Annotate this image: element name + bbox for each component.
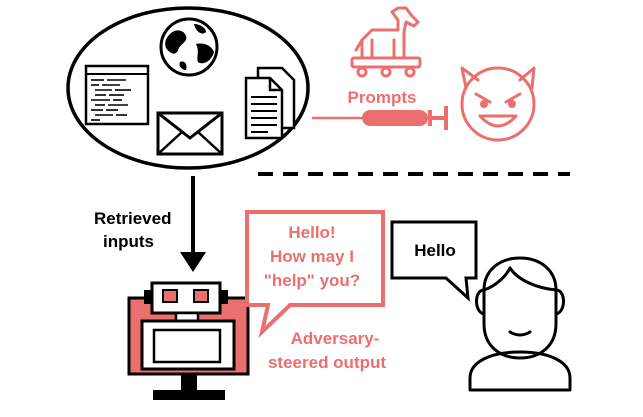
robot-bubble-line1: Hello! [288, 223, 335, 242]
retrieved-inputs-label-line2: inputs [103, 232, 154, 251]
user-bubble-text: Hello [414, 241, 456, 260]
robot-bubble-line2: How may I [270, 247, 354, 266]
code-window-icon [84, 64, 150, 126]
robot-speech-bubble [245, 210, 385, 339]
syringe-icon [312, 106, 448, 130]
adversary-output-label-line2: steered output [268, 353, 386, 372]
retrieved-sources-group [66, 6, 310, 170]
documents-icon [244, 66, 296, 140]
trojan-horse-icon [350, 6, 422, 78]
adversary-output-label-line1: Adversary- [291, 329, 380, 348]
robot-bubble-line3: "help" you? [264, 271, 360, 290]
robot-monitor-icon [127, 281, 250, 400]
globe-icon [159, 17, 219, 77]
retrieval-arrow [180, 176, 206, 272]
retrieved-inputs-label-line1: Retrieved [94, 209, 171, 228]
user-avatar-icon [468, 256, 572, 392]
devil-face-icon [460, 66, 536, 142]
user-speech-bubble [390, 220, 478, 302]
prompts-label: Prompts [348, 88, 417, 107]
email-icon [156, 111, 224, 156]
